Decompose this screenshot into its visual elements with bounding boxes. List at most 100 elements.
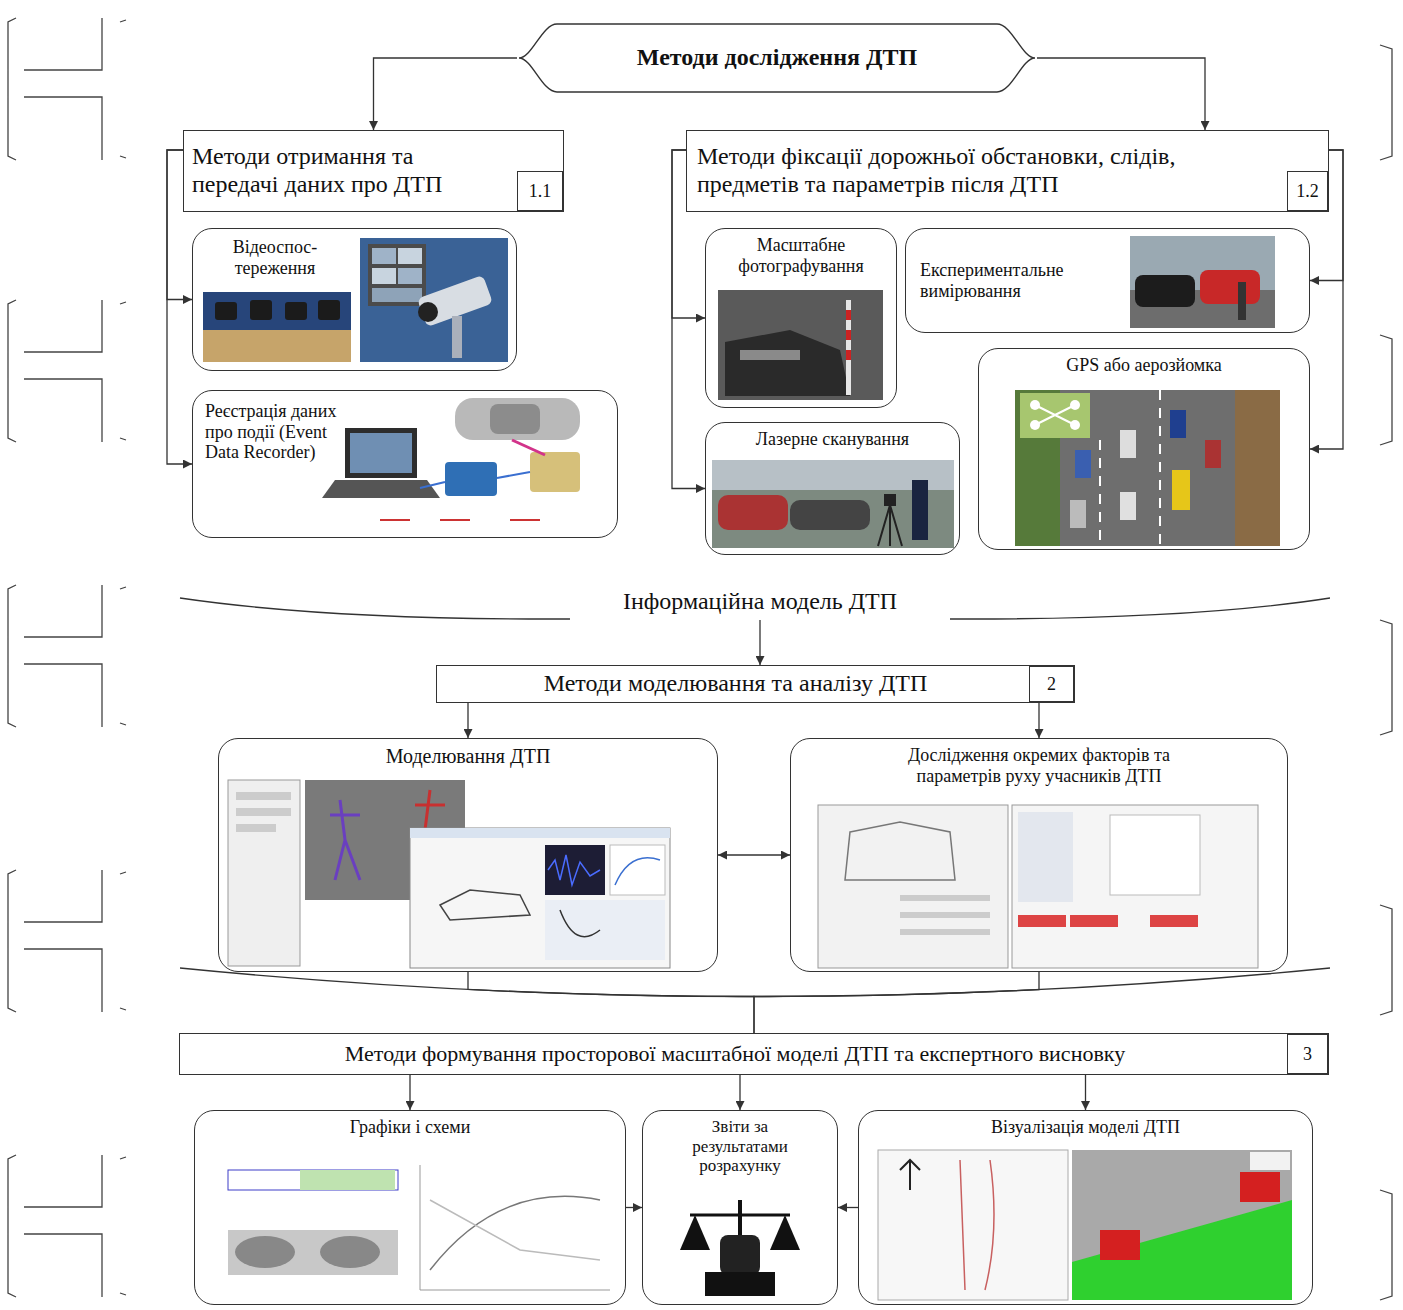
simulation-screens: [610, 845, 665, 895]
section-number: 1.2: [1296, 181, 1319, 202]
connector-arrow: [672, 150, 705, 489]
scales-icon: [705, 1272, 775, 1296]
scale-photo: [846, 310, 851, 320]
method-card: Експериментальне вимірювання: [905, 228, 1310, 333]
video-photo: [418, 302, 438, 322]
video-photo: [398, 268, 422, 284]
scale-photo: [846, 300, 851, 395]
method-group-box: Методи моделювання та аналізу ДТП2: [436, 665, 1075, 703]
measurement-photo: [1200, 270, 1260, 304]
simulation-screens: [545, 900, 665, 960]
connector-arrow: [754, 972, 1039, 1033]
simulation-screens: [236, 808, 291, 816]
event-recorder-picture: [322, 480, 440, 498]
event-recorder-picture: [322, 398, 580, 520]
node-text: Дослідження окремих факторів та параметр…: [874, 745, 1204, 786]
band-curve: [180, 968, 1330, 997]
aerial-photo: [1015, 390, 1280, 546]
aerial-photo: [1070, 400, 1080, 410]
node-text: Методи фіксації дорожньої обстановки, сл…: [697, 143, 1207, 198]
method-card: Лазерне сканування: [705, 422, 960, 555]
node-text: Звіти за результатами розрахунку: [670, 1117, 810, 1176]
scales-icon: [690, 1214, 790, 1217]
method-group-box: Методи отримання та передачі даних про Д…: [183, 130, 564, 212]
aerial-photo: [1030, 420, 1040, 430]
scales-icon: [770, 1215, 800, 1250]
laser-scan-photo: [878, 505, 902, 546]
chart-picture: [300, 1170, 395, 1190]
connector-arrow: [838, 1207, 858, 1208]
connector-arrow: [1310, 150, 1343, 281]
connector-arrow: [718, 854, 790, 855]
laser-scan-photo: [884, 494, 896, 506]
simulation-screens: [228, 780, 300, 966]
method-card: Відеоспос- тереження: [192, 228, 517, 371]
scale-photo: [740, 350, 800, 360]
simulation-screens: [330, 800, 360, 880]
aerial-photo: [1070, 420, 1080, 430]
event-recorder-picture: [345, 428, 417, 478]
connector-arrow: [1038, 703, 1039, 738]
factor-screens: [900, 929, 990, 935]
node-text: Експериментальне вимірювання: [920, 260, 1120, 301]
factor-screens: [1110, 815, 1200, 895]
visualisation-picture: [960, 1160, 994, 1290]
factor-screens: [1070, 915, 1118, 927]
scales-icon: [680, 1200, 800, 1296]
event-recorder-picture: [420, 472, 530, 488]
laser-scan-photo: [912, 480, 928, 540]
method-card: Звіти за результатами розрахунку: [642, 1110, 838, 1305]
chart-picture: [235, 1236, 295, 1268]
node-text: Масштабне фотографування: [712, 235, 890, 276]
side-bracket: [8, 870, 126, 1012]
node-text: Графіки і схеми: [350, 1117, 471, 1138]
hexagon-outline: [519, 24, 1035, 92]
video-photo: [203, 238, 508, 362]
connector-arrow: [739, 1075, 740, 1110]
connector-arrow: [1037, 58, 1205, 130]
simulation-screens: [236, 792, 291, 800]
video-photo: [203, 330, 351, 362]
event-recorder-picture: [350, 433, 412, 473]
chart-picture: [430, 1196, 600, 1270]
factor-screens: [1018, 812, 1073, 902]
scale-photo: [846, 330, 851, 340]
aerial-photo: [1030, 400, 1040, 410]
connector-arrow: [374, 58, 518, 130]
aerial-photo: [1172, 470, 1190, 510]
method-card: Масштабне фотографування: [705, 228, 897, 408]
measurement-photo: [1130, 236, 1275, 328]
factor-screens: [900, 912, 990, 918]
section-number: 2: [1029, 666, 1074, 702]
band-curve: [180, 598, 1330, 997]
laser-scan-photo: [718, 495, 788, 530]
factor-screens: [818, 805, 1258, 968]
event-recorder-picture: [380, 519, 540, 521]
node-text: Лазерне сканування: [756, 429, 909, 450]
factor-screens: [1018, 915, 1066, 927]
node-text: Моделювання ДТП: [386, 745, 551, 768]
aerial-photo: [1075, 450, 1091, 478]
title-hexagon: Методи дослідження ДТП: [517, 22, 1037, 94]
visualisation-picture: [1072, 1150, 1292, 1262]
connector-arrow: [467, 703, 468, 738]
video-photo: [203, 292, 351, 362]
connector-arrow: [167, 150, 192, 464]
simulation-screens: [228, 780, 670, 968]
visualisation-picture: [878, 1150, 1292, 1300]
section-number: 2: [1047, 674, 1056, 695]
chart-picture: [420, 1165, 610, 1290]
scale-photo: [725, 330, 850, 396]
node-text: Методи отримання та передачі даних про Д…: [192, 143, 492, 198]
band-curve: [180, 598, 570, 619]
section-number: 1.1: [517, 171, 563, 211]
video-photo: [215, 302, 237, 320]
factor-screens: [818, 805, 1008, 968]
method-card: Моделювання ДТП: [218, 738, 718, 972]
connector-arrow: [759, 620, 760, 665]
node-text: Методи дослідження ДТП: [637, 44, 917, 72]
event-recorder-picture: [445, 462, 497, 496]
aerial-photo: [1170, 410, 1186, 438]
section-number: 3: [1303, 1044, 1312, 1065]
aerial-photo: [1205, 440, 1221, 468]
